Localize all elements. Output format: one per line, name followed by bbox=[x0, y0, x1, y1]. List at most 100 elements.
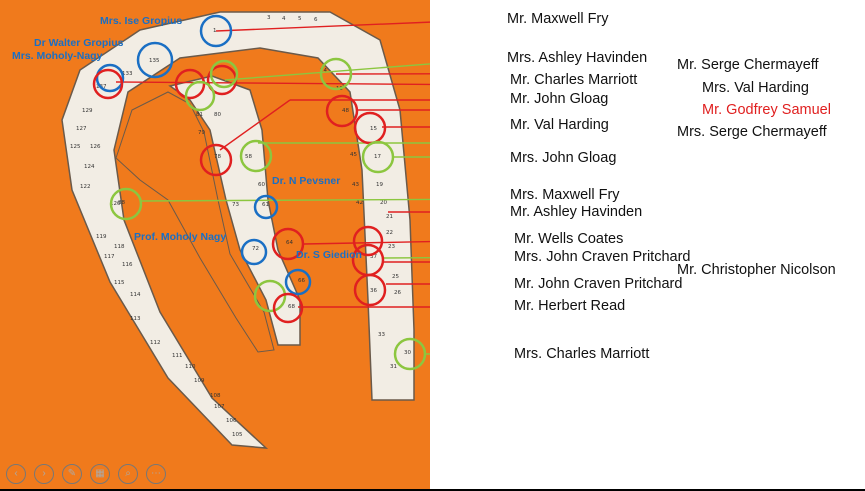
circle-seat-82 bbox=[209, 59, 239, 89]
circle-moholy-nagy-mrs bbox=[95, 63, 125, 93]
seat-number: 21 bbox=[386, 214, 393, 220]
seat-number: 118 bbox=[114, 244, 125, 250]
seat-number: 19 bbox=[376, 182, 383, 188]
label-maxwell-fry-mr: Mr. Maxwell Fry bbox=[507, 11, 609, 27]
circle-charles-marriott-mr bbox=[92, 68, 124, 100]
circle-pevsner bbox=[253, 194, 279, 220]
guest-label-pevsner: Dr. N Pevsner bbox=[272, 175, 341, 187]
seat-number: 4 bbox=[282, 16, 286, 22]
seat-number: 78 bbox=[214, 154, 221, 160]
guest-label-ise-gropius: Mrs. Ise Gropius bbox=[100, 15, 183, 27]
more-slide-button[interactable]: ⋯ bbox=[146, 464, 166, 484]
seat-number: 30 bbox=[404, 350, 411, 356]
seat-number: 124 bbox=[84, 164, 95, 170]
label-john-gloag-mrs: Mrs. John Gloag bbox=[510, 150, 617, 166]
seat-number: 88 bbox=[118, 200, 125, 206]
line-wells-coates-mr bbox=[303, 240, 430, 245]
line-maxwell-fry-mrs bbox=[139, 198, 430, 202]
seat-number: 109 bbox=[194, 378, 205, 384]
seat-number: 107 bbox=[214, 404, 225, 410]
circle-moholy-nagy-prof bbox=[240, 238, 268, 266]
seat-number: 64 bbox=[286, 240, 293, 246]
pen-slide-button[interactable]: ✎ bbox=[62, 464, 82, 484]
seat-number: 133 bbox=[122, 71, 133, 77]
seat-number: 120 bbox=[110, 201, 121, 207]
seat-number: 3 bbox=[267, 15, 271, 21]
seat-number: 115 bbox=[114, 280, 125, 286]
prev-slide-button[interactable]: ‹ bbox=[6, 464, 26, 484]
seat-number: 119 bbox=[96, 234, 107, 240]
seat-number: 114 bbox=[130, 292, 141, 298]
circle-seat-30 bbox=[393, 337, 427, 371]
circle-seat-48 bbox=[325, 94, 359, 128]
line-serge-chermayeff-mr bbox=[335, 73, 430, 75]
seat-number: 37 bbox=[370, 254, 377, 260]
seat-number: 117 bbox=[104, 254, 115, 260]
seat-number: 113 bbox=[130, 316, 141, 322]
seat-circles bbox=[92, 14, 427, 371]
label-serge-chermayeff-mr: Mr. Serge Chermayeff bbox=[677, 57, 819, 73]
seat-number: 58 bbox=[245, 154, 252, 160]
seat-number: 135 bbox=[149, 58, 160, 64]
seat-number: 129 bbox=[82, 108, 93, 114]
circle-seat-80 bbox=[174, 68, 206, 100]
circle-seat-24 bbox=[319, 57, 353, 91]
label-val-harding-mr: Mr. Val Harding bbox=[510, 117, 609, 133]
label-john-craven-pritchard-mr: Mr. John Craven Pritchard bbox=[514, 276, 683, 292]
seat-number: 36 bbox=[370, 288, 377, 294]
inner-gap bbox=[115, 91, 275, 353]
label-serge-chermayeff-mrs: Mrs. Serge Chermayeff bbox=[677, 124, 827, 140]
label-ashley-havinden-mr: Mr. Ashley Havinden bbox=[510, 204, 643, 220]
seat-number: 127 bbox=[76, 126, 87, 132]
seat-number: 122 bbox=[80, 184, 91, 190]
next-slide-button[interactable]: › bbox=[34, 464, 54, 484]
guest-label-giedion: Dr. S Giedion bbox=[296, 249, 362, 261]
guest-label-moholy-nagy-prof: Prof. Moholy Nagy bbox=[134, 231, 227, 243]
outer-table bbox=[61, 11, 415, 449]
label-maxwell-fry-mrs: Mrs. Maxwell Fry bbox=[510, 187, 620, 203]
label-val-harding-mrs: Mrs. Val Harding bbox=[702, 80, 809, 96]
label-charles-marriott-mr: Mr. Charles Marriott bbox=[510, 72, 638, 88]
connector-lines bbox=[115, 21, 430, 355]
line-ashley-havinden-mrs bbox=[224, 63, 430, 81]
slides-slide-button[interactable]: ▦ bbox=[90, 464, 110, 484]
seat-number: 23 bbox=[388, 244, 395, 250]
line-john-gloag-mr bbox=[219, 99, 291, 151]
seat-number: 25 bbox=[392, 274, 399, 280]
label-charles-marriott-mrs: Mrs. Charles Marriott bbox=[514, 346, 650, 362]
seat-number: 110 bbox=[185, 364, 196, 370]
line-charles-marriott-mr bbox=[115, 81, 430, 86]
circle-giedion bbox=[284, 268, 312, 296]
circle-seat-17 bbox=[361, 140, 395, 174]
circle-seat-58 bbox=[239, 139, 273, 173]
seat-number: 17 bbox=[374, 154, 381, 160]
seat-number: 5 bbox=[298, 16, 302, 22]
circle-seat-22 bbox=[352, 225, 384, 257]
circle-seat-79 bbox=[184, 80, 216, 112]
seat-number: 26 bbox=[394, 290, 401, 296]
seat-number: 79 bbox=[198, 130, 205, 136]
seat-number: 81 bbox=[196, 112, 203, 118]
seat-number: 43 bbox=[352, 182, 359, 188]
circle-seat-88 bbox=[109, 187, 143, 221]
seat-number: 126 bbox=[90, 144, 101, 150]
label-herbert-read-mr: Mr. Herbert Read bbox=[514, 298, 626, 314]
seat-number: 73 bbox=[232, 202, 239, 208]
label-ashley-havinden-mrs: Mrs. Ashley Havinden bbox=[507, 50, 648, 66]
label-john-gloag-mr: Mr. John Gloag bbox=[510, 91, 609, 107]
seat-number: 125 bbox=[70, 144, 81, 150]
seat-number: 42 bbox=[356, 200, 363, 206]
seat-number: 108 bbox=[210, 393, 221, 399]
seat-number: 24 bbox=[320, 68, 327, 74]
guest-label-walter-gropius: Dr Walter Gropius bbox=[34, 37, 124, 49]
circle-walter-gropius bbox=[136, 41, 174, 79]
seat-number: 72 bbox=[252, 246, 259, 252]
zoom-slide-button[interactable]: ⌕ bbox=[118, 464, 138, 484]
seat-number: 61 bbox=[262, 202, 269, 208]
seat-number: 48 bbox=[342, 108, 349, 114]
circle-seat-36 bbox=[353, 273, 387, 307]
inner-table bbox=[168, 75, 301, 346]
